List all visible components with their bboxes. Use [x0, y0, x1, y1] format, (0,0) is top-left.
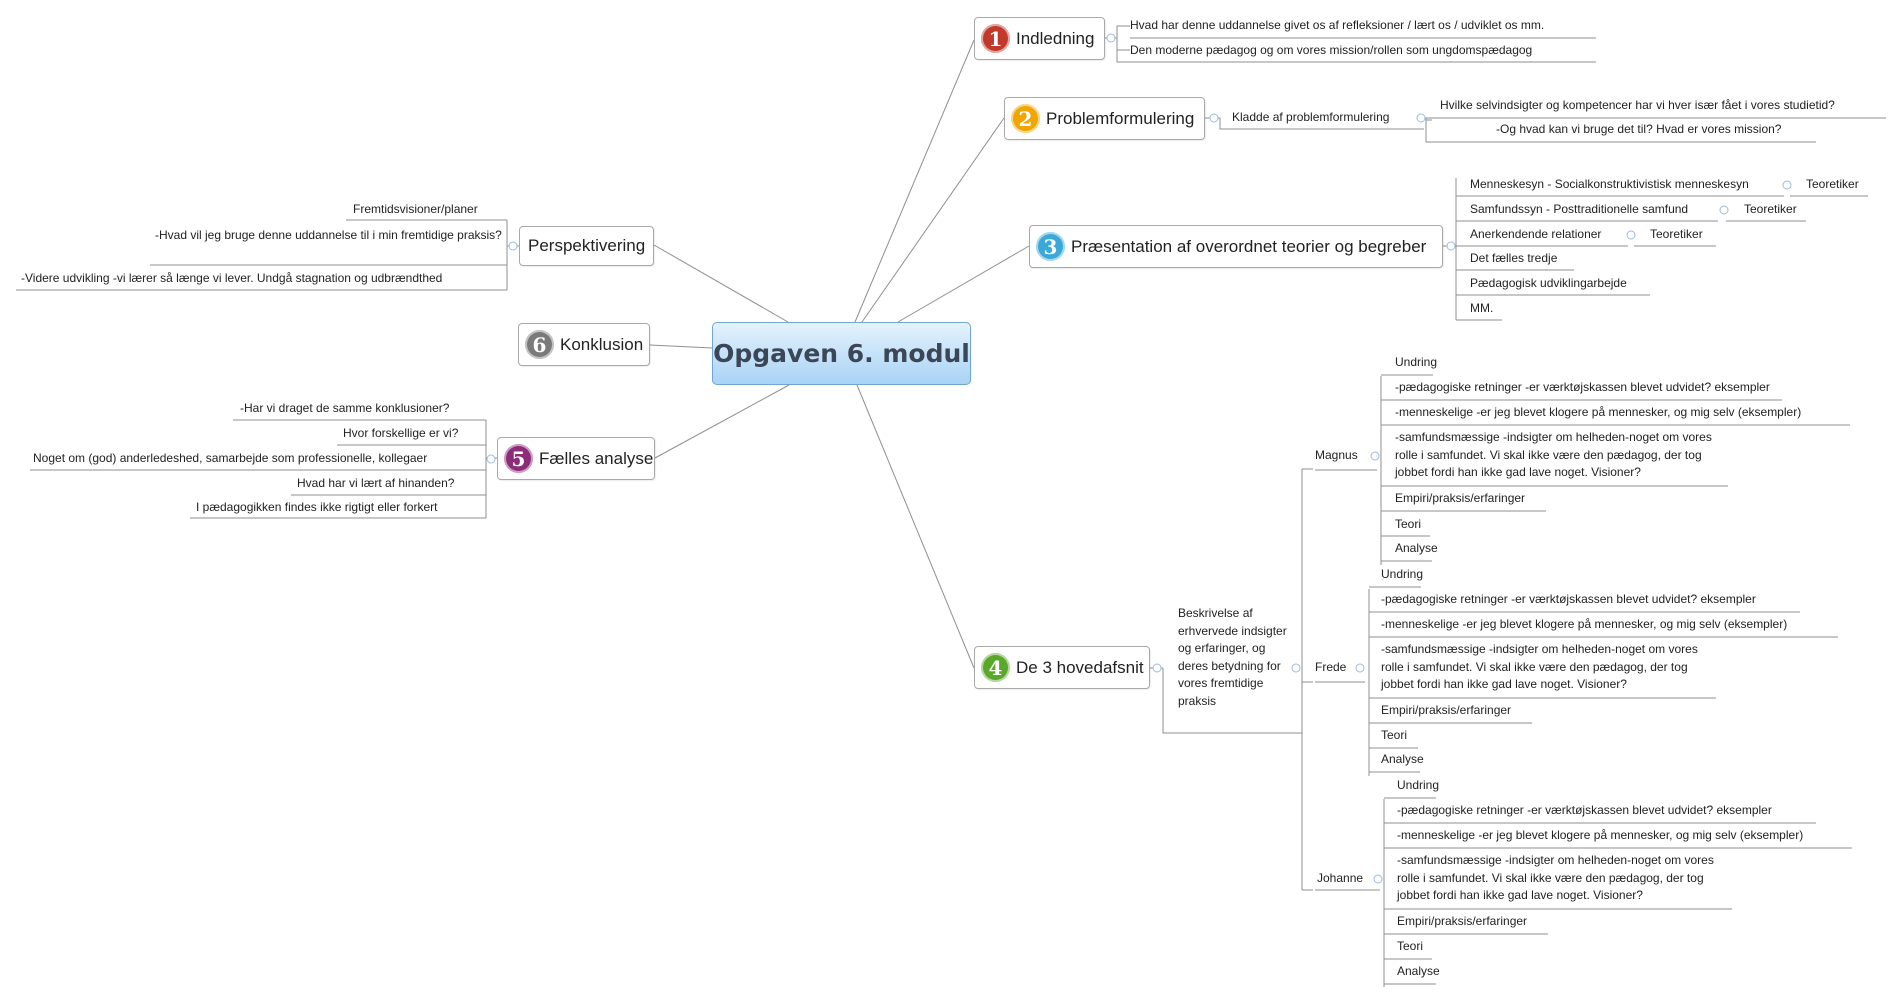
person-magnus[interactable]: Magnus	[1315, 448, 1358, 462]
leaf-faelles-2[interactable]: Hvor forskellige er vi?	[343, 426, 459, 440]
frede-item-7[interactable]: Analyse	[1381, 752, 1424, 766]
frede-item-2[interactable]: -pædagogiske retninger -er værktøjskasse…	[1381, 592, 1756, 606]
magnus-item-3[interactable]: -menneskelige -er jeg blevet klogere på …	[1395, 405, 1802, 419]
frede-item-6[interactable]: Teori	[1381, 728, 1408, 742]
topic-praesentation[interactable]: 3 Præsentation af overordnet teorier og …	[1029, 225, 1443, 268]
topic-konklusion[interactable]: 6 Konklusion	[518, 323, 650, 366]
leaf-praes-1[interactable]: Menneskesyn - Socialkonstruktivistisk me…	[1470, 177, 1749, 191]
magnus-item-5[interactable]: Empiri/praksis/erfaringer	[1395, 491, 1526, 505]
frede-item-4[interactable]: -samfundsmæssige -indsigter om helheden-…	[1381, 642, 1698, 691]
subtopic-kladde[interactable]: Kladde af problemformulering	[1232, 110, 1390, 124]
leaf-praes-2[interactable]: Samfundssyn - Posttraditionelle samfund	[1470, 202, 1689, 216]
topic-label: Indledning	[1016, 28, 1095, 48]
topic-hovedafsnit[interactable]: 4 De 3 hovedafsnit	[974, 646, 1150, 689]
topic-label: Perspektivering	[528, 236, 646, 255]
topic-label: De 3 hovedafsnit	[1016, 657, 1144, 677]
hovedafsnit-description[interactable]: Beskrivelse af erhvervede indsigter og e…	[1178, 606, 1287, 708]
tag-teoretiker-1[interactable]: Teoretiker	[1806, 177, 1859, 191]
tag-teoretiker-2[interactable]: Teoretiker	[1744, 202, 1797, 216]
magnus-item-7[interactable]: Analyse	[1395, 541, 1438, 555]
badge-1-icon: 1	[981, 24, 1010, 53]
magnus-item-1[interactable]: Undring	[1395, 355, 1438, 369]
topic-label: Konklusion	[560, 334, 644, 354]
frede-item-3[interactable]: -menneskelige -er jeg blevet klogere på …	[1381, 617, 1788, 631]
person-frede[interactable]: Frede	[1315, 660, 1347, 674]
leaf-praes-3[interactable]: Anerkendende relationer	[1470, 227, 1602, 241]
leaf-indledning-1[interactable]: Hvad har denne uddannelse givet os af re…	[1130, 18, 1545, 32]
tag-teoretiker-3[interactable]: Teoretiker	[1650, 227, 1703, 241]
johanne-item-4[interactable]: -samfundsmæssige -indsigter om helheden-…	[1397, 853, 1714, 902]
leaf-problem-1[interactable]: Hvilke selvindsigter og kompetencer har …	[1440, 98, 1835, 112]
leaf-praes-5[interactable]: Pædagogisk udviklingarbejde	[1470, 276, 1627, 290]
frede-item-5[interactable]: Empiri/praksis/erfaringer	[1381, 703, 1512, 717]
leaf-praes-4[interactable]: Det fælles tredje	[1470, 251, 1558, 265]
topic-label: Præsentation af overordnet teorier og be…	[1071, 236, 1427, 256]
johanne-item-1[interactable]: Undring	[1397, 778, 1440, 792]
leaf-faelles-1[interactable]: -Har vi draget de samme konklusioner?	[240, 401, 450, 415]
johanne-item-3[interactable]: -menneskelige -er jeg blevet klogere på …	[1397, 828, 1804, 842]
leaf-problem-2[interactable]: -Og hvad kan vi bruge det til? Hvad er v…	[1496, 122, 1782, 136]
magnus-item-2[interactable]: -pædagogiske retninger -er værktøjskasse…	[1395, 380, 1770, 394]
leaf-faelles-4[interactable]: Hvad har vi lært af hinanden?	[297, 476, 455, 490]
johanne-item-6[interactable]: Teori	[1397, 939, 1424, 953]
magnus-item-6[interactable]: Teori	[1395, 517, 1422, 531]
leaf-persp-2[interactable]: -Hvad vil jeg bruge denne uddannelse til…	[155, 228, 502, 242]
frede-item-1[interactable]: Undring	[1381, 567, 1424, 581]
badge-2-icon: 2	[1011, 104, 1040, 133]
leaf-faelles-3[interactable]: Noget om (god) anderledeshed, samarbejde…	[33, 451, 428, 465]
topic-label: Problemformulering	[1046, 108, 1195, 128]
magnus-item-4[interactable]: -samfundsmæssige -indsigter om helheden-…	[1395, 430, 1712, 479]
badge-4-icon: 4	[981, 653, 1010, 682]
leaf-faelles-5[interactable]: I pædagogikken findes ikke rigtigt eller…	[196, 500, 438, 514]
johanne-item-5[interactable]: Empiri/praksis/erfaringer	[1397, 914, 1528, 928]
leaf-persp-3[interactable]: -Videre udvikling -vi lærer så længe vi …	[21, 271, 443, 285]
topic-problemformulering[interactable]: 2 Problemformulering	[1004, 97, 1205, 140]
topic-indledning[interactable]: 1 Indledning	[974, 17, 1105, 60]
person-johanne[interactable]: Johanne	[1317, 871, 1364, 885]
badge-5-icon: 5	[504, 444, 533, 473]
topic-label: Fælles analyse	[539, 448, 654, 468]
johanne-item-7[interactable]: Analyse	[1397, 964, 1440, 978]
topic-perspektivering[interactable]: Perspektivering	[519, 226, 654, 266]
leaf-praes-6[interactable]: MM.	[1470, 301, 1494, 315]
badge-6-icon: 6	[525, 330, 554, 359]
central-topic[interactable]: Opgaven 6. modul	[712, 322, 971, 385]
leaf-indledning-2[interactable]: Den moderne pædagog og om vores mission/…	[1130, 43, 1533, 57]
badge-3-icon: 3	[1036, 232, 1065, 261]
leaf-persp-1[interactable]: Fremtidsvisioner/planer	[353, 202, 478, 216]
johanne-item-2[interactable]: -pædagogiske retninger -er værktøjskasse…	[1397, 803, 1772, 817]
topic-faelles-analyse[interactable]: 5 Fælles analyse	[497, 437, 655, 480]
